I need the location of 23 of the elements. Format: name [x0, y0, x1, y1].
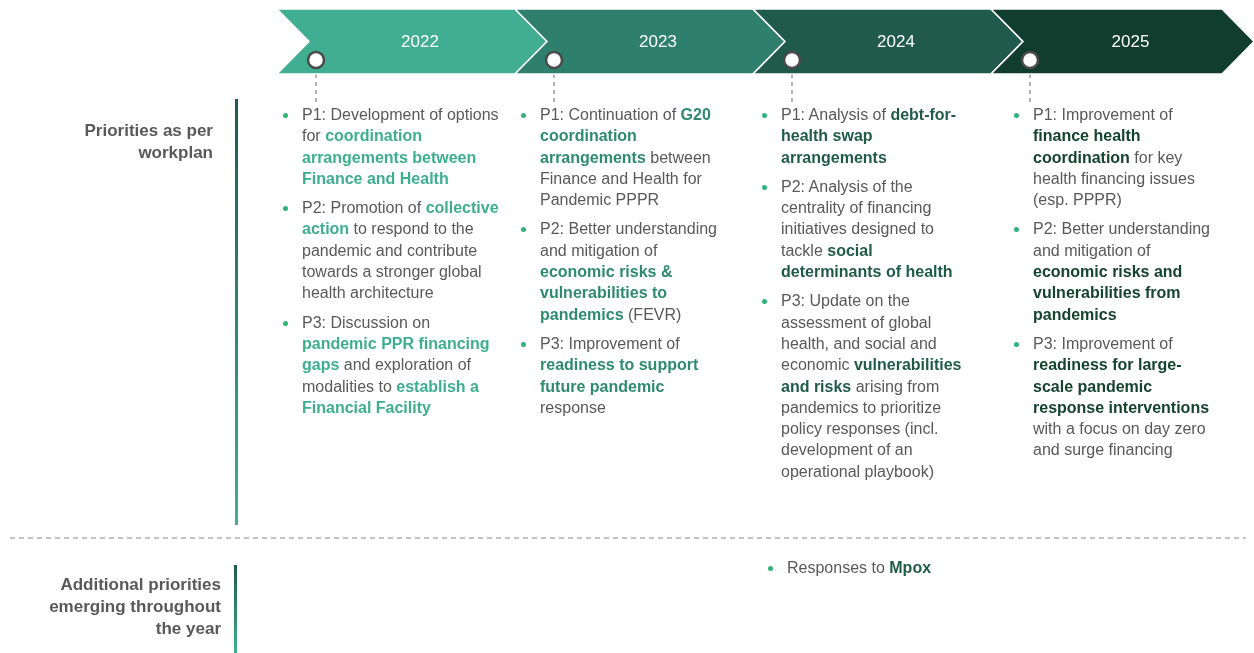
year-label: 2022	[401, 30, 439, 53]
dashed-connector	[315, 73, 317, 105]
year-label: 2025	[1111, 30, 1150, 53]
bullet-text: P3: Update on the assessment of global health, and social and economic vulnerabilities and risks arising from pandemics to prioritize policy responses (incl. development of an operational playbook)	[781, 291, 963, 482]
bullet-text: P2: Analysis of the centrality of financing initiatives designed to tackle social determinants of health	[781, 176, 954, 283]
year-label: 2023	[639, 30, 677, 53]
bullet-text: P2: Promotion of collective action to respond to the pandemic and contribute towards a stronger global health architecture	[302, 198, 500, 304]
year-label: 2024	[877, 30, 915, 53]
bullet-text: P1: Analysis of debt-for-health swap arrangements	[781, 105, 958, 168]
bullet-text: P3: Improvement of readiness to support future pandemic response	[540, 333, 700, 418]
bullet-text: P3: Improvement of readiness for large-scale pandemic response interventions with a focus on day zero and surge financing	[1033, 333, 1211, 461]
dashed-connector	[791, 73, 793, 105]
row-heading: Priorities as per workplan	[83, 120, 213, 164]
bullet-text: P1: Development of options for coordination arrangements between Finance and Health	[302, 105, 500, 189]
bullet-text: P3: Discussion on pandemic PPR financing gaps and exploration of modalities to establish a Financial Facility	[302, 312, 491, 418]
bullet-text: P2: Better understanding and mitigation of economic risks & vulnerabilities to pandemics (FEVR)	[540, 219, 718, 325]
dashed-connector	[1029, 73, 1031, 105]
bullet-text: P1: Continuation of G20 coordination arrangements between Finance and Health for Pandemic PPPR	[540, 105, 712, 211]
dashed-connector	[553, 73, 555, 105]
row-heading: Additional priorities emerging throughout the year	[48, 574, 221, 640]
bullet-text: Responses to Mpox	[787, 558, 932, 578]
bullet-text: P1: Improvement of finance health coordination for key health financing issues (esp. PPPR)	[1033, 105, 1196, 211]
bullet-text: P2: Better understanding and mitigation of economic risks and vulnerabilities from pandemics	[1033, 219, 1211, 325]
